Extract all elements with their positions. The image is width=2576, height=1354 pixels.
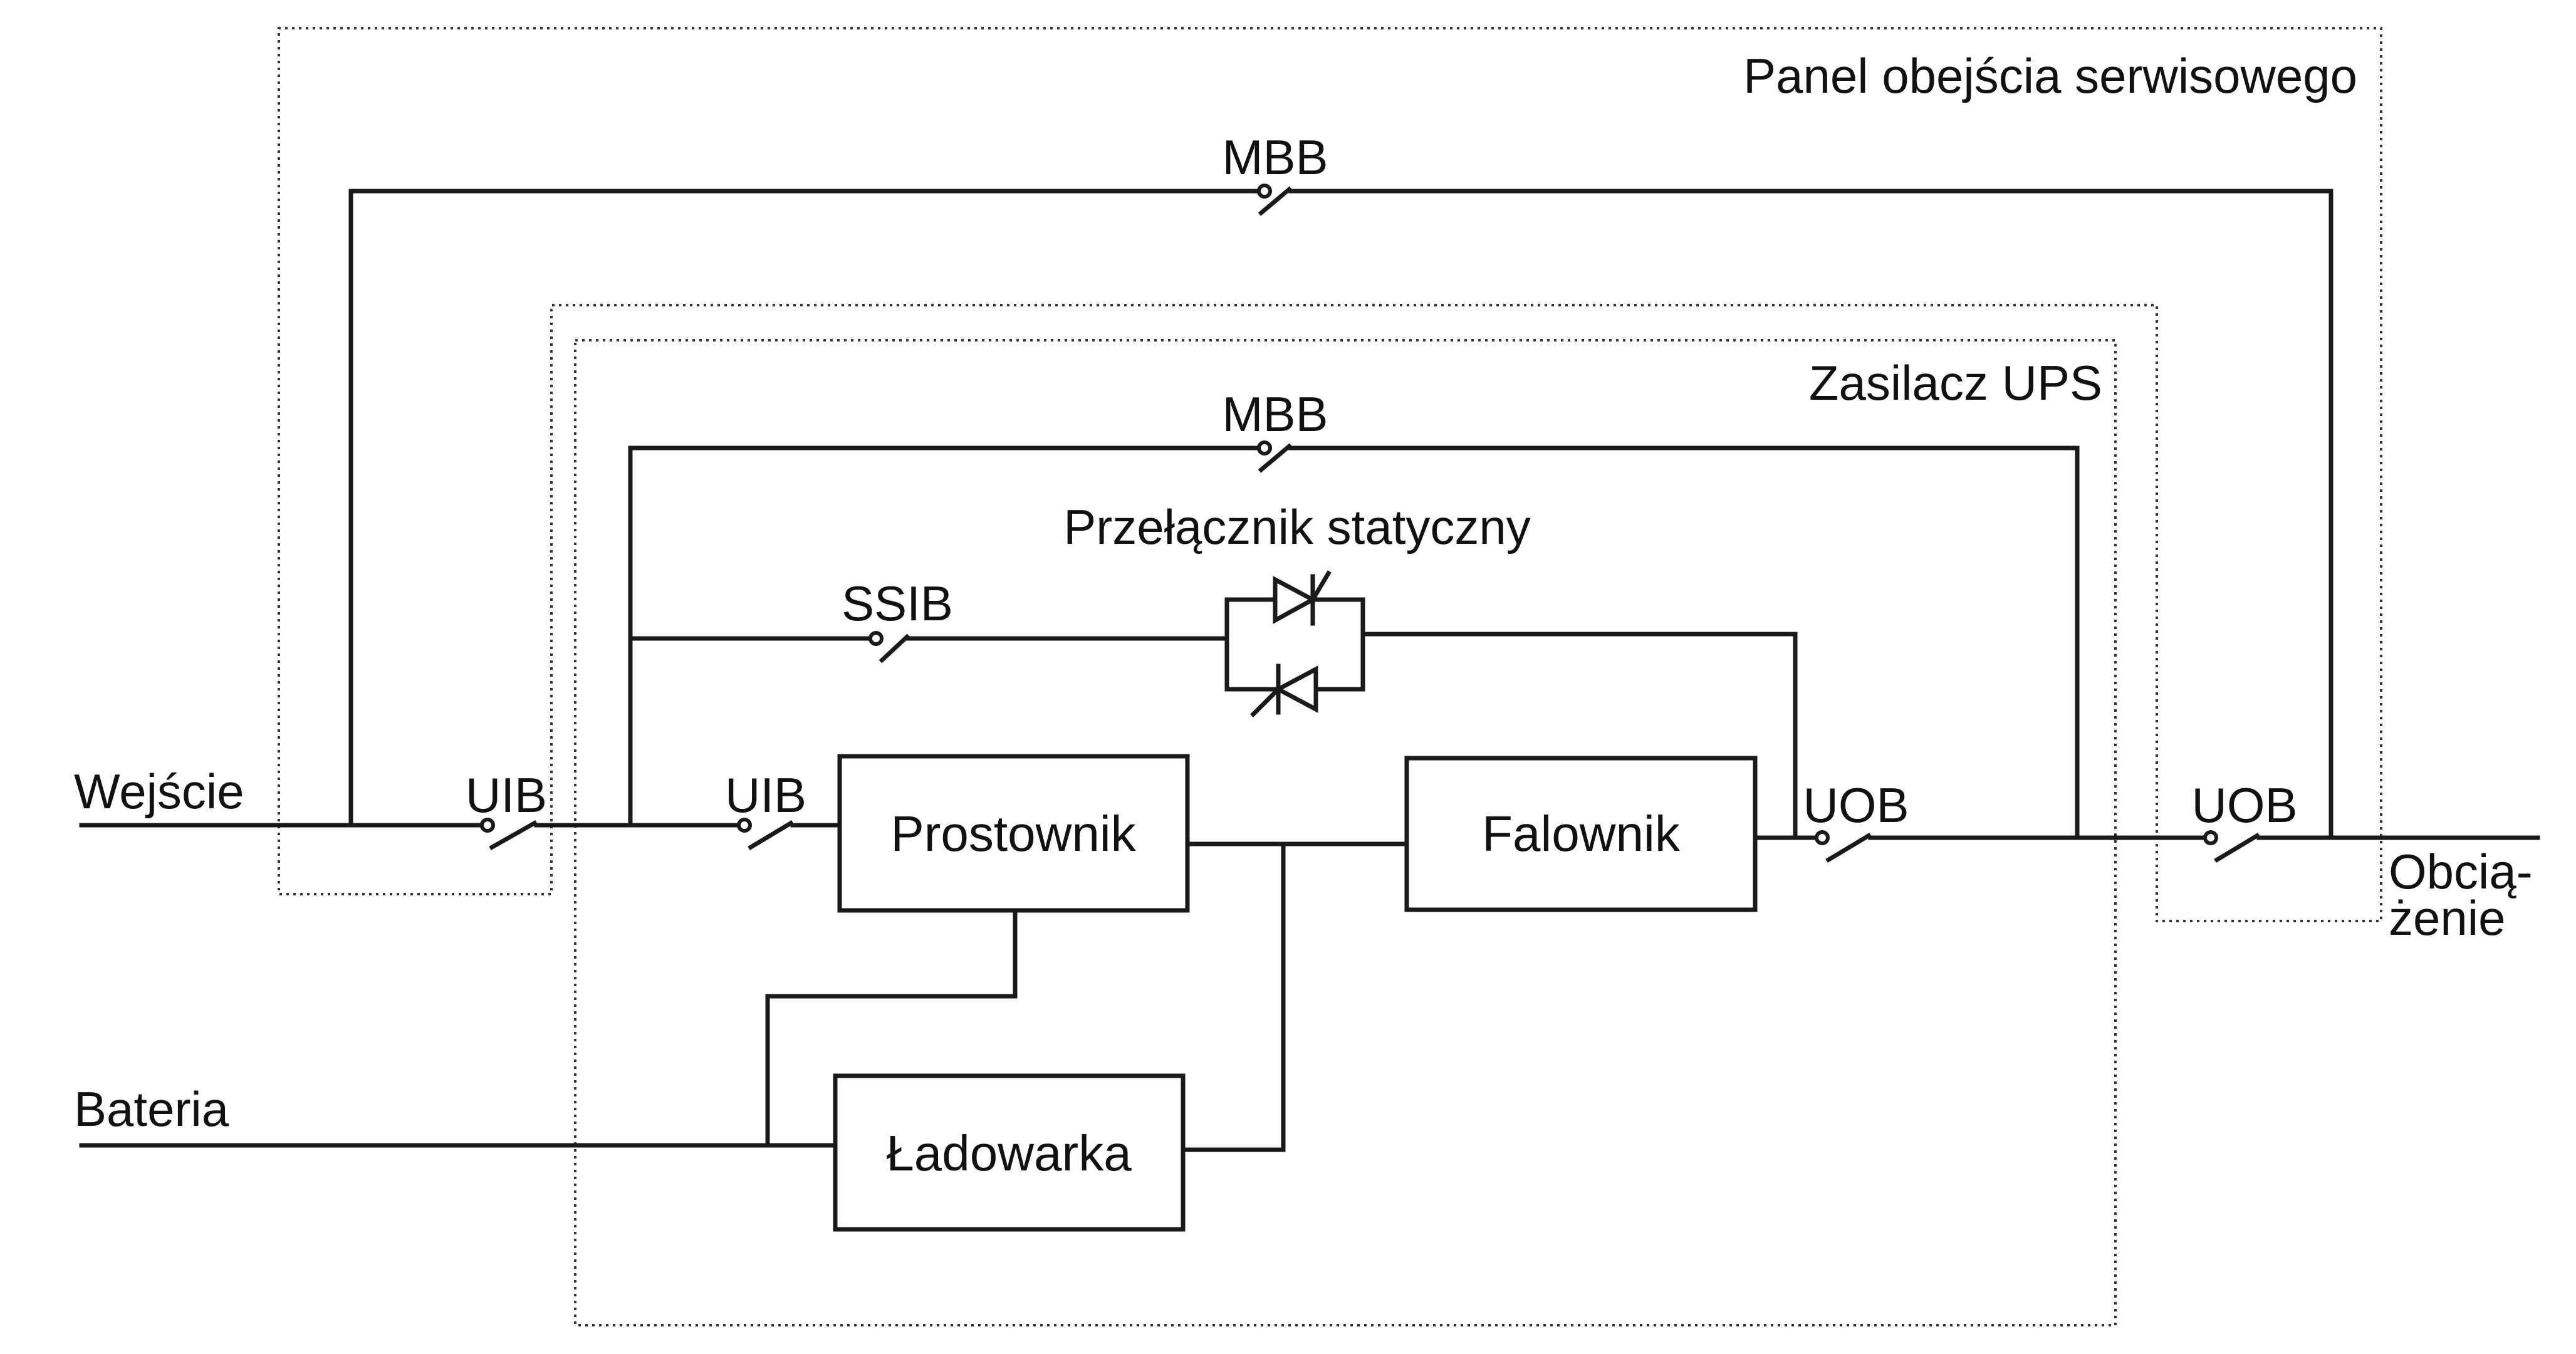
thyristor-upper-icon [1273,570,1332,626]
service-bypass-panel-title: Panel obejścia serwisowego [1743,48,2357,103]
ups-title: Zasilacz UPS [1809,355,2102,410]
rectifier-label: Prostownik [890,806,1136,862]
ups-outer-frame [574,339,2117,1326]
static-switch-title: Przełącznik statyczny [1063,499,1531,555]
mbb-inner-switch [1257,440,1293,473]
service-bypass-panel-frame [278,27,2382,922]
uob-outer-label: UOB [2191,778,2297,833]
load-label-line1: Obcią- [2389,844,2533,899]
uib-outer-label: UIB [466,768,547,823]
uib-inner-switch [737,818,794,851]
battery-label: Bateria [74,1081,229,1137]
mbb-outer-switch [1257,184,1293,216]
input-label: Wejście [74,764,244,819]
uob-outer-switch [2203,830,2260,863]
mbb-outer-label: MBB [1222,130,1328,185]
ssib-label: SSIB [842,576,953,631]
inverter-block: Falownik [1404,756,1758,912]
charger-block: Ładowarka [833,1073,1186,1232]
uob-inner-label: UOB [1803,778,1909,833]
uib-outer-switch [480,818,538,851]
inverter-label: Falownik [1482,806,1681,862]
thyristor-lower-icon [1250,664,1318,717]
load-label-line2: żenie [2389,890,2505,945]
uob-inner-switch [1815,830,1872,863]
ssib-switch [868,631,910,664]
uib-inner-label: UIB [725,768,806,823]
charger-label: Ładowarka [886,1125,1132,1181]
rectifier-block: Prostownik [837,754,1190,913]
mbb-inner-label: MBB [1222,387,1328,442]
